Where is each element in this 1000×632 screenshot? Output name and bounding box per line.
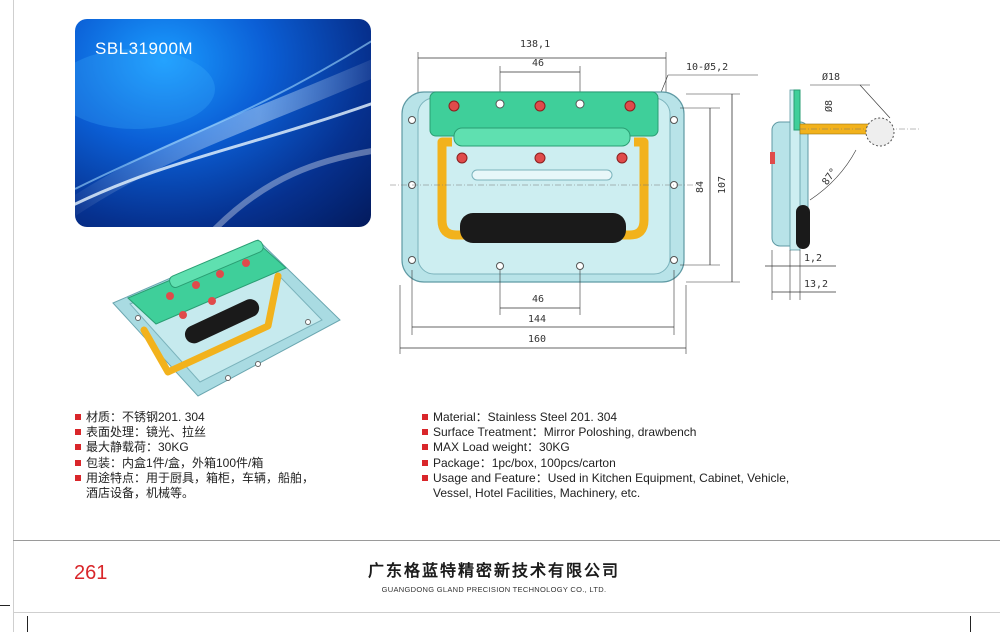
dim-shaft-diameter: Ø8 (823, 100, 835, 112)
spec-cn-item: 包装：内盒1件/盒，外箱100件/箱 (75, 456, 375, 471)
bullet-icon (422, 414, 428, 420)
bullet-icon (422, 474, 428, 481)
dim-width-total: 160 (528, 334, 546, 345)
spec-text: 包装：内盒1件/盒，外箱100件/箱 (86, 455, 264, 470)
spec-en-item: Usage and Feature：Used in Kitchen Equipm… (422, 471, 842, 486)
company-name-english: GUANGDONG GLAND PRECISION TECHNOLOGY CO.… (381, 585, 607, 594)
spec-cn-item: 最大静载荷：30KG (75, 440, 375, 455)
spec-cn-item: 用途特点：用于厨具，箱柜，车辆，船舶， (75, 471, 375, 486)
spec-text: 材质：不锈钢201. 304 (86, 410, 205, 424)
specs-chinese: 材质：不锈钢201. 304 表面处理：镜光、拉丝 最大静载荷：30KG 包装：… (75, 410, 375, 501)
front-view-drawing: 138,1 46 10-Ø5,2 84 107 46 144 160 (390, 39, 758, 354)
spec-text-continued: Vessel, Hotel Facilities, Machinery, etc… (433, 486, 641, 501)
spec-text: Material：Stainless Steel 201. 304 (433, 410, 618, 424)
model-number: SBL31900M (95, 39, 194, 58)
product-banner: SBL31900M (75, 19, 371, 227)
dim-hole-spacing-bottom: 46 (532, 294, 544, 305)
page-left-border (13, 0, 14, 632)
hinge-barrel (453, 127, 631, 147)
bullet-icon (75, 429, 81, 436)
bullet-icon (75, 444, 81, 451)
bullet-icon (75, 474, 81, 481)
spec-en-item: Package：1pc/box, 100pcs/carton (422, 456, 842, 471)
footer-divider (13, 540, 1000, 541)
company-name: 广东格蓝特精密新技术有限公司 GUANGDONG GLAND PRECISION… (360, 557, 628, 594)
bullet-icon (422, 429, 428, 436)
product-isometric-image (112, 239, 341, 397)
spec-text: 用途特点：用于厨具，箱柜，车辆，船舶， (86, 470, 315, 485)
bullet-icon (75, 414, 81, 420)
company-name-chinese: 广东格蓝特精密新技术有限公司 (367, 563, 620, 580)
spec-text: Surface Treatment：Mirror Poloshing, draw… (433, 425, 697, 440)
dim-width-mid: 144 (528, 314, 546, 325)
bullet-icon (75, 459, 81, 466)
spec-text: Package：1pc/box, 100pcs/carton (433, 455, 616, 470)
spec-text: 最大静载荷：30KG (86, 440, 189, 455)
spec-cn-item: 材质：不锈钢201. 304 (75, 410, 375, 425)
banner-swoosh-graphic (75, 40, 371, 227)
dim-depth: 13,2 (804, 279, 828, 290)
spec-text: 表面处理：镜光、拉丝 (86, 425, 207, 440)
dim-hole-spacing-top: 46 (532, 58, 544, 69)
crop-mark (0, 605, 10, 606)
spec-en-item: Material：Stainless Steel 201. 304 (422, 410, 842, 425)
dim-height-outer: 107 (717, 176, 728, 194)
crop-mark (27, 616, 28, 632)
bottom-border (13, 612, 1000, 613)
grip-sleeve (460, 213, 626, 243)
dim-overall-width-top: 138,1 (520, 39, 550, 50)
spec-text-continued: 酒店设备，机械等。 (86, 486, 195, 501)
spec-cn-item: 表面处理：镜光、拉丝 (75, 425, 375, 440)
dim-pin-diameter: Ø18 (822, 71, 840, 83)
bullet-icon (422, 459, 428, 466)
page-number: 261 (74, 562, 108, 584)
spec-en-item: Surface Treatment：Mirror Poloshing, draw… (422, 425, 842, 440)
side-view-drawing: Ø18 Ø8 87° 1,2 13,2 (765, 71, 920, 300)
crop-mark (970, 616, 971, 632)
dim-thickness: 1,2 (804, 253, 822, 264)
spec-en-item: MAX Load weight：30KG (422, 440, 842, 455)
dim-holes: 10-Ø5,2 (686, 61, 728, 73)
specs-english: Material：Stainless Steel 201. 304 Surfac… (422, 410, 842, 501)
spec-text: Usage and Feature：Used in Kitchen Equipm… (433, 470, 790, 485)
bullet-icon (422, 444, 428, 451)
dim-height-inner: 84 (695, 181, 706, 193)
spec-text: MAX Load weight：30KG (433, 440, 570, 455)
